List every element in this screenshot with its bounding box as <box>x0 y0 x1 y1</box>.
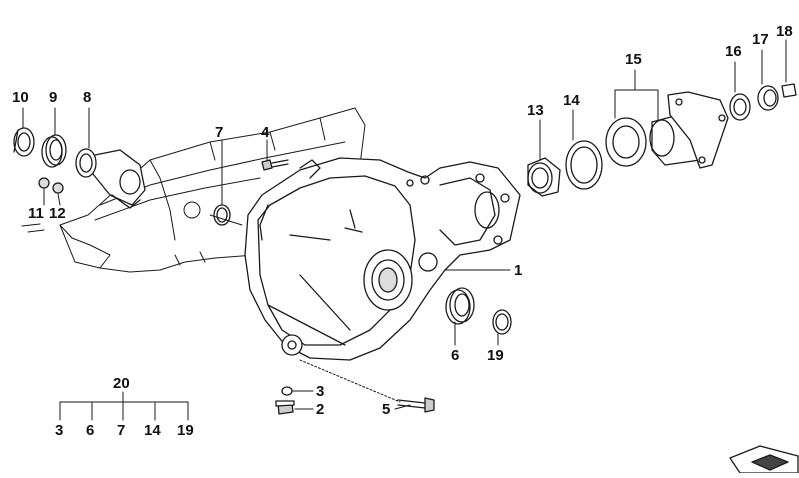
part-17-cap <box>757 85 779 111</box>
callout-14: 14 <box>563 92 580 109</box>
callout-18: 18 <box>776 23 793 40</box>
part-5-long-bolt <box>397 397 435 413</box>
part-14-ring <box>565 140 603 190</box>
part-13-sleeve <box>527 157 561 197</box>
part-2-plug <box>275 400 295 415</box>
callout-16: 16 <box>725 43 742 60</box>
part-18-plug <box>781 83 797 98</box>
part-16-washer <box>729 93 751 121</box>
part-3-washer <box>281 386 293 396</box>
callout-17: 17 <box>752 31 769 48</box>
callout-2: 2 <box>316 401 325 418</box>
part-15-bearing <box>605 91 729 169</box>
callout-3: 3 <box>316 383 325 400</box>
part-1-differential-housing <box>244 157 521 361</box>
callout-20: 20 <box>113 375 130 392</box>
part-9-ring <box>41 134 67 168</box>
group20-member-19: 19 <box>177 422 194 439</box>
part-6-seal <box>445 287 475 325</box>
callout-4: 4 <box>261 124 270 141</box>
part-4-bolt <box>261 159 289 171</box>
callout-12: 12 <box>49 205 66 222</box>
callout-5: 5 <box>382 401 391 418</box>
callout-11: 11 <box>28 205 44 222</box>
parts-11-12-nuts <box>38 177 64 194</box>
callout-7: 7 <box>215 124 224 141</box>
group20-member-6: 6 <box>86 422 95 439</box>
callout-9: 9 <box>49 89 58 106</box>
corner-logo <box>729 445 799 474</box>
callout-8: 8 <box>83 89 92 106</box>
callout-10: 10 <box>12 89 29 106</box>
callout-1: 1 <box>514 262 523 279</box>
part-19-ring-lower <box>492 309 512 335</box>
part-8-flange-tube <box>75 148 146 209</box>
part-10-seal <box>14 127 35 156</box>
leader-lines <box>22 39 787 421</box>
group20-member-3: 3 <box>55 422 64 439</box>
callout-19: 19 <box>487 347 504 364</box>
group20-member-14: 14 <box>144 422 161 439</box>
callout-13: 13 <box>527 102 544 119</box>
callout-6: 6 <box>451 347 460 364</box>
callout-15: 15 <box>625 51 642 68</box>
group20-member-7: 7 <box>117 422 126 439</box>
